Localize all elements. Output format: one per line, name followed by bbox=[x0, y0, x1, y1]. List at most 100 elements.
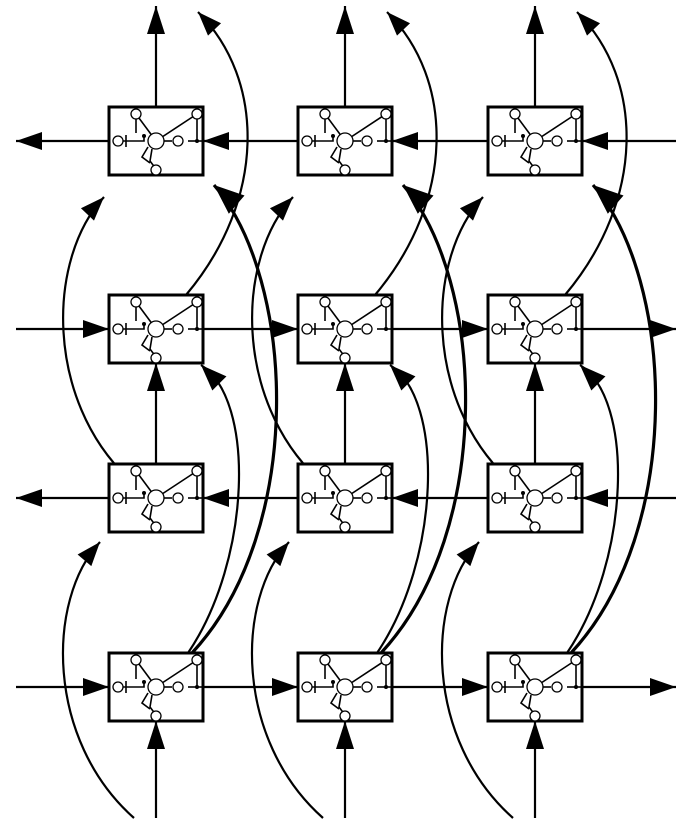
junction-dot bbox=[521, 491, 525, 495]
block-output-node bbox=[172, 492, 184, 504]
self-loop-wire bbox=[519, 334, 530, 352]
block-input-node bbox=[112, 135, 124, 147]
arrowhead-up-input-c1 bbox=[336, 721, 354, 749]
forget-gate-node bbox=[339, 710, 351, 722]
block-input-node bbox=[491, 323, 503, 335]
forget-gate-node bbox=[529, 710, 541, 722]
multiply-dot bbox=[384, 685, 388, 689]
arrowhead-left-r0-s2 bbox=[392, 132, 418, 150]
curve-r1-to-top-c0 bbox=[185, 11, 249, 296]
arrowhead-up-output-c2 bbox=[526, 6, 544, 34]
output-gate-node bbox=[380, 296, 392, 308]
curve-r3-to-r0-c1 bbox=[379, 183, 468, 655]
arrowhead-left-r2-s2 bbox=[392, 489, 418, 507]
forget-gate-node bbox=[150, 352, 162, 364]
arrowhead-right-r1-s1 bbox=[272, 320, 298, 338]
arrowhead-up-r2r1-c0 bbox=[147, 363, 165, 391]
curve-r2-to-r0-c2 bbox=[441, 196, 508, 479]
arrowhead-left-r2-s3 bbox=[582, 489, 608, 507]
output-gate-node bbox=[380, 108, 392, 120]
self-loop-wire bbox=[329, 692, 340, 710]
curve-r2-to-r0-c1 bbox=[251, 196, 318, 479]
block-output-node bbox=[172, 323, 184, 335]
output-gate-node bbox=[380, 465, 392, 477]
cell-state-node bbox=[336, 320, 354, 338]
lstm-cell-r2-c0 bbox=[107, 462, 205, 534]
arrowhead-right-r3-s3 bbox=[650, 678, 676, 696]
arrowhead-right-r3-s0 bbox=[83, 678, 109, 696]
input-gate-node bbox=[319, 465, 331, 477]
arrowhead-curve-input-c0 bbox=[77, 542, 100, 567]
block-output-node bbox=[551, 323, 563, 335]
block-output-node bbox=[361, 681, 373, 693]
arrowhead-right-r3-s2 bbox=[462, 678, 488, 696]
forget-gate-node bbox=[529, 164, 541, 176]
forget-gate-node bbox=[339, 352, 351, 364]
arrowhead-curve-r1top-c2 bbox=[577, 12, 601, 36]
arrowhead-up-input-c2 bbox=[526, 721, 544, 749]
arrowhead-up-r2r1-c2 bbox=[526, 363, 544, 391]
lstm-cell-r1-c0 bbox=[107, 293, 205, 365]
junction-dot bbox=[521, 134, 525, 138]
self-loop-wire bbox=[329, 146, 340, 164]
lstm-cell-r1-c1 bbox=[296, 293, 394, 365]
forget-gate-node bbox=[150, 521, 162, 533]
self-loop-wire bbox=[140, 503, 151, 521]
arrowhead-curve-input-c2 bbox=[456, 542, 479, 567]
curve-r1-to-top-c2 bbox=[564, 11, 628, 296]
lstm-cell-r1-c2 bbox=[486, 293, 584, 365]
arrowhead-curve-input-c1 bbox=[266, 542, 289, 567]
input-gate-node bbox=[509, 654, 521, 666]
block-output-node bbox=[361, 492, 373, 504]
junction-dot bbox=[142, 680, 146, 684]
multiply-dot bbox=[574, 496, 578, 500]
multiply-dot bbox=[384, 496, 388, 500]
curve-input-to-r2-c0 bbox=[61, 541, 135, 819]
forget-gate-node bbox=[150, 164, 162, 176]
arrowhead-right-r1-s3 bbox=[650, 320, 676, 338]
forget-gate-node bbox=[339, 164, 351, 176]
block-input-node bbox=[301, 492, 313, 504]
arrowhead-curve-r1top-c0 bbox=[198, 12, 222, 36]
lstm-cell-r0-c1 bbox=[296, 105, 394, 177]
input-gate-node bbox=[509, 108, 521, 120]
forget-gate-node bbox=[150, 710, 162, 722]
self-loop-wire bbox=[519, 503, 530, 521]
forget-gate-node bbox=[339, 521, 351, 533]
self-loop-wire bbox=[519, 692, 530, 710]
multiply-dot bbox=[384, 139, 388, 143]
arrowhead-curve-r2r0-c1 bbox=[269, 197, 293, 221]
block-input-node bbox=[301, 135, 313, 147]
curve-r1-to-top-c1 bbox=[374, 11, 438, 296]
junction-dot bbox=[331, 134, 335, 138]
cell-state-node bbox=[336, 489, 354, 507]
arrowhead-right-r1-s0 bbox=[83, 320, 109, 338]
self-loop-wire bbox=[140, 146, 151, 164]
lstm-cell-r2-c2 bbox=[486, 462, 584, 534]
curve-r3-to-r1-c0 bbox=[187, 364, 241, 654]
cell-state-node bbox=[336, 678, 354, 696]
block-input-node bbox=[491, 492, 503, 504]
cell-state-node bbox=[147, 489, 165, 507]
forget-gate-node bbox=[529, 521, 541, 533]
cell-state-node bbox=[526, 132, 544, 150]
arrowhead-right-r3-s1 bbox=[272, 678, 298, 696]
multiply-dot bbox=[195, 139, 199, 143]
lstm-cell-r2-c1 bbox=[296, 462, 394, 534]
self-loop-wire bbox=[519, 146, 530, 164]
arrowhead-left-r2-s0 bbox=[16, 489, 42, 507]
cell-state-node bbox=[147, 678, 165, 696]
arrowhead-curve-r3r1-c0 bbox=[201, 365, 227, 391]
arrowhead-up-input-c0 bbox=[147, 721, 165, 749]
curve-input-to-r2-c2 bbox=[440, 541, 514, 819]
junction-dot bbox=[331, 322, 335, 326]
output-gate-node bbox=[380, 654, 392, 666]
lstm-cell-r3-c2 bbox=[486, 651, 584, 723]
cell-state-node bbox=[526, 489, 544, 507]
arrowhead-right-r1-s2 bbox=[462, 320, 488, 338]
curve-r2-to-r0-c0 bbox=[62, 196, 129, 479]
arrowhead-curve-r3r1-c2 bbox=[580, 365, 606, 391]
cell-state-node bbox=[336, 132, 354, 150]
output-gate-node bbox=[191, 296, 203, 308]
